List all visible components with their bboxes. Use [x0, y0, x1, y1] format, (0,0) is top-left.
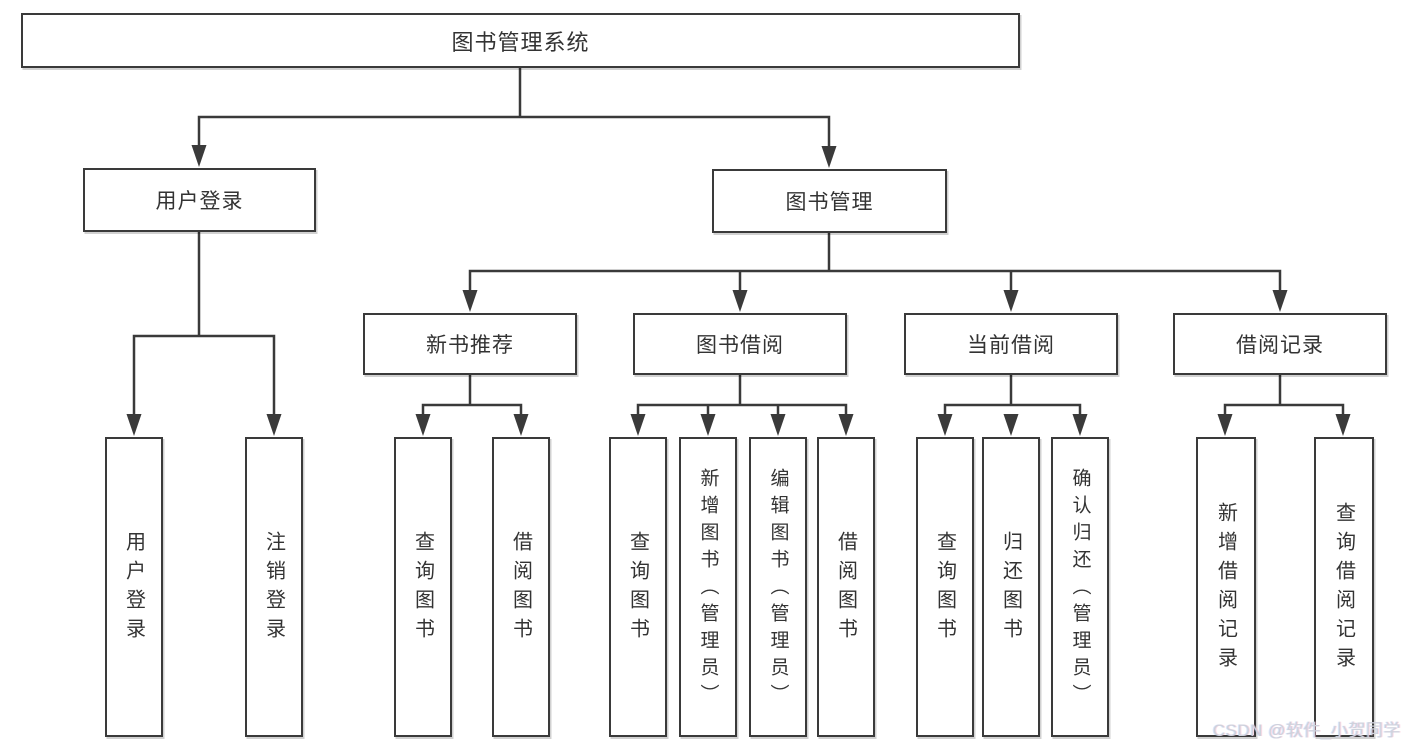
node-new-book-recommend: 新书推荐	[363, 313, 577, 375]
node-user-login: 用户登录	[83, 168, 316, 232]
leaf-query-book-recommend: 查询图书	[394, 437, 452, 737]
node-system-root: 图书管理系统	[21, 13, 1020, 68]
leaf-borrow-book-recommend: 借阅图书	[492, 437, 550, 737]
leaf-query-borrow-record: 查询借阅记录	[1314, 437, 1374, 737]
leaf-add-borrow-record: 新增借阅记录	[1196, 437, 1256, 737]
node-current-borrow: 当前借阅	[904, 313, 1118, 375]
leaf-borrow-book: 借阅图书	[817, 437, 875, 737]
leaf-edit-book-admin: 编辑图书（管理员）	[749, 437, 807, 737]
leaf-logout: 注销登录	[245, 437, 303, 737]
leaf-query-book-borrow: 查询图书	[609, 437, 667, 737]
csdn-watermark: CSDN @软件_小贺同学	[1212, 721, 1401, 740]
node-book-management: 图书管理	[712, 169, 947, 233]
leaf-return-book: 归还图书	[982, 437, 1040, 737]
leaf-confirm-return-admin: 确认归还（管理员）	[1051, 437, 1109, 737]
node-book-borrow: 图书借阅	[633, 313, 847, 375]
leaf-query-book-current: 查询图书	[916, 437, 974, 737]
leaf-add-book-admin: 新增图书（管理员）	[679, 437, 737, 737]
leaf-user-login: 用户登录	[105, 437, 163, 737]
node-borrow-records: 借阅记录	[1173, 313, 1387, 375]
